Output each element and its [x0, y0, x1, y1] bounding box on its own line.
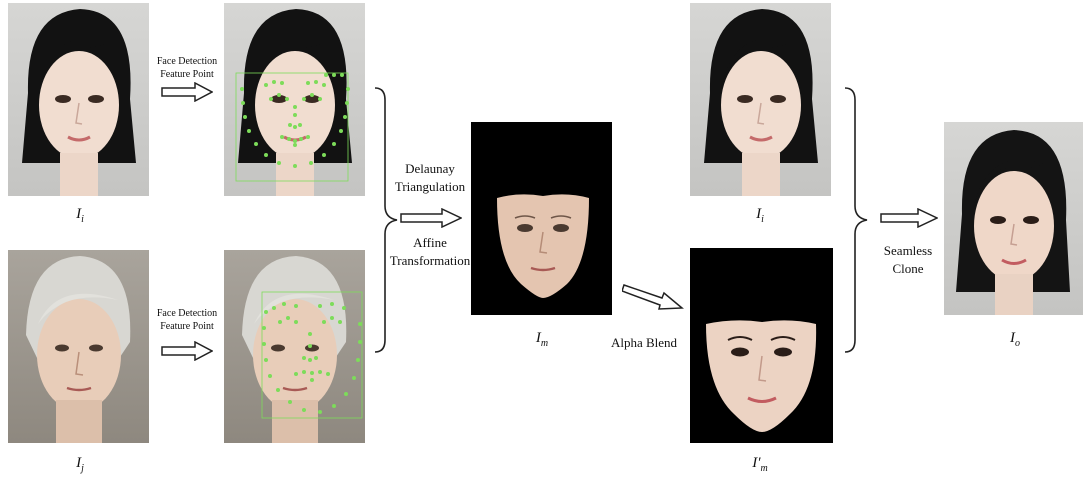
right-brace-icon — [843, 86, 869, 354]
arrow-right-icon — [161, 341, 213, 361]
arrow-right-icon — [880, 208, 938, 228]
landmarks-overlay — [224, 3, 365, 196]
young-face-illustration — [690, 3, 831, 196]
source-face-photo-right — [690, 3, 831, 196]
output-face-photo — [944, 122, 1083, 315]
blended-face-illustration — [690, 248, 833, 443]
target-landmarks-photo — [224, 250, 365, 443]
label-i-m: Im — [522, 330, 562, 349]
target-face-photo — [8, 250, 149, 443]
alpha-blend-label: Alpha Blend — [600, 334, 688, 352]
left-brace-icon — [373, 86, 399, 354]
affine-label: Affine Transformation — [388, 234, 472, 270]
label-i-i: Ii — [60, 206, 100, 225]
older-face-illustration — [8, 250, 149, 443]
seamless-clone-label: Seamless Clone — [866, 242, 950, 278]
output-face-illustration — [944, 122, 1083, 315]
face-detection-label-bottom: Face Detection Feature Point — [150, 307, 224, 333]
young-face-illustration — [8, 3, 149, 196]
source-face-photo — [8, 3, 149, 196]
arrow-right-icon — [400, 208, 462, 228]
face-detection-label-top: Face Detection Feature Point — [150, 55, 224, 81]
source-landmarks-photo — [224, 3, 365, 196]
landmarks-overlay — [224, 250, 365, 443]
label-i-o: Io — [995, 330, 1035, 349]
arrow-right-icon — [161, 82, 213, 102]
label-i-j: Ij — [60, 455, 100, 474]
label-i-i-right: Ii — [740, 206, 780, 225]
label-i-m-prime: I′m — [740, 455, 780, 474]
arrow-diagonal-icon — [622, 278, 684, 312]
blended-face-photo — [690, 248, 833, 443]
warped-face-photo — [471, 122, 612, 315]
delaunay-label: Delaunay Triangulation — [388, 160, 472, 196]
warped-face-illustration — [471, 122, 612, 315]
